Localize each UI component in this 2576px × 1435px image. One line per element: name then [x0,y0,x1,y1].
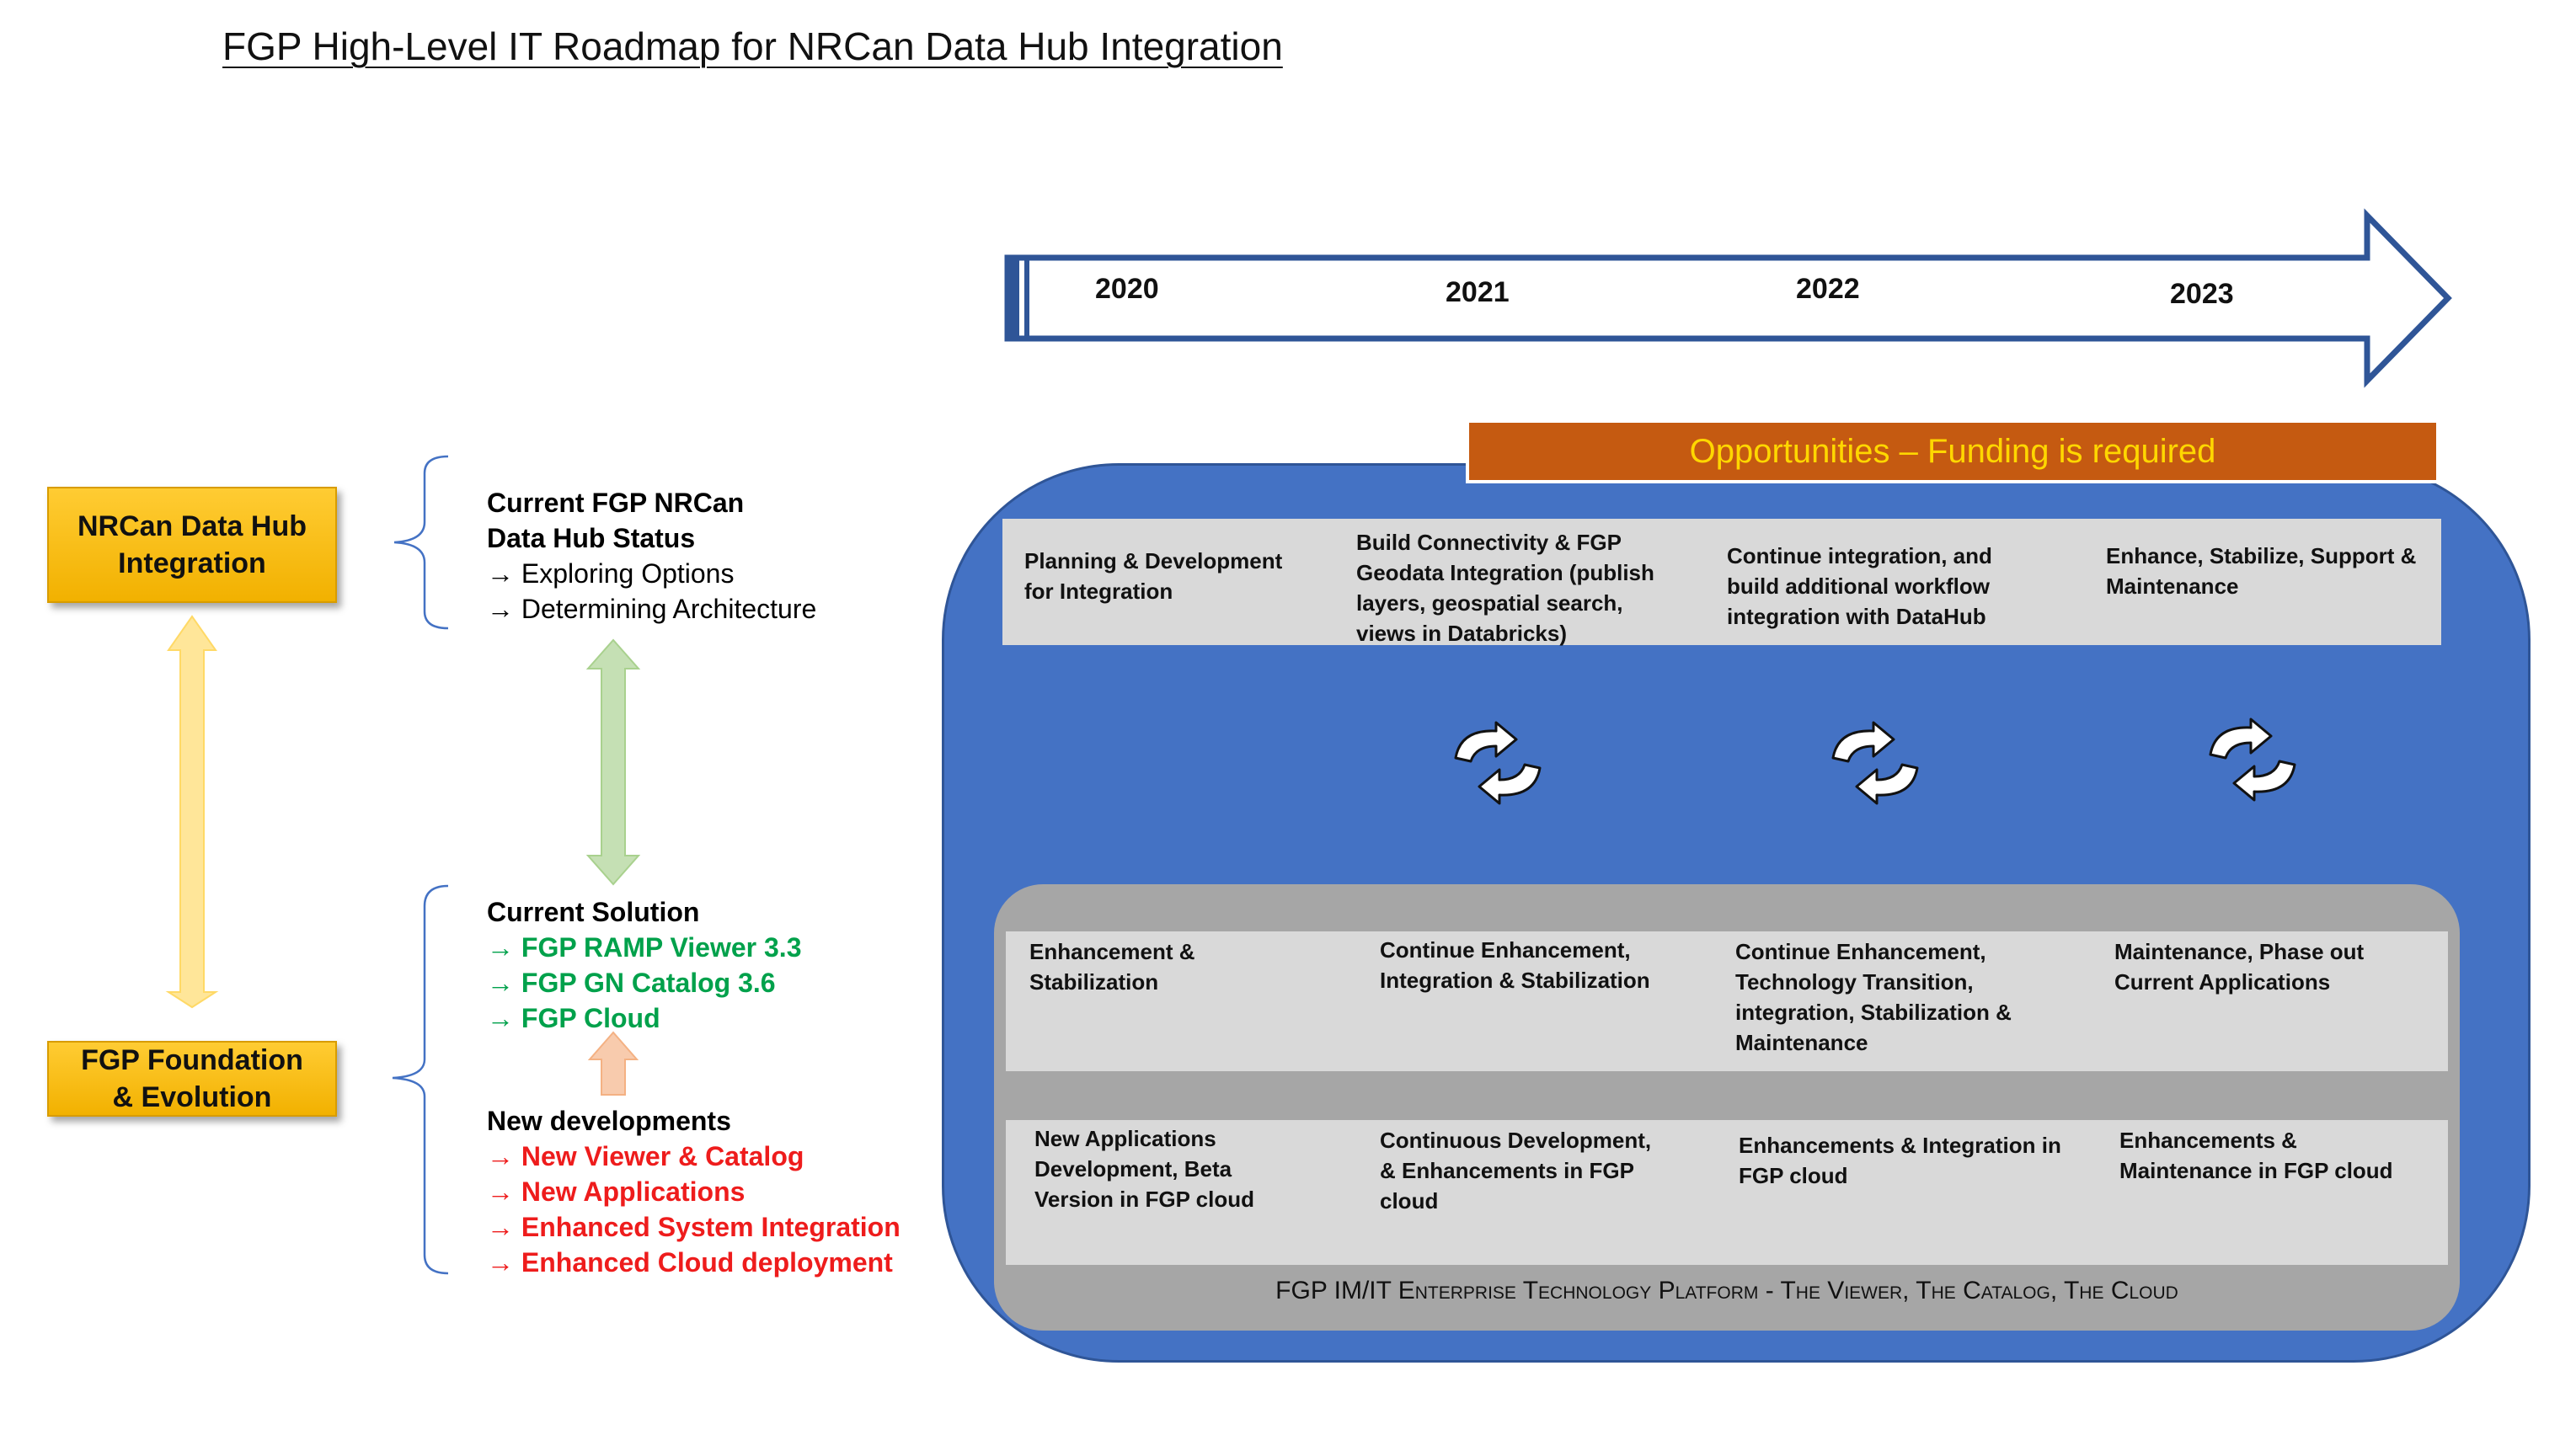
yellow-double-arrow [165,615,219,1009]
foundation-box-line2: & Evolution [112,1081,272,1113]
status-block: Current FGP NRCan Data Hub Status → Expl… [487,485,816,627]
cell-line: build additional workflow [1727,573,1990,599]
status-heading-2: Data Hub Status [487,523,696,553]
current-solution-block: Current Solution → FGP RAMP Viewer 3.3 →… [487,894,801,1036]
cell-line: Integration & Stabilization [1380,968,1650,993]
cell-line: cloud [1380,1188,1439,1214]
new-app-cell-2023: Enhancements & Maintenance in FGP cloud [2119,1125,2393,1186]
current-solution-item: → FGP Cloud [487,1003,660,1033]
enhancement-cell-2023: Maintenance, Phase out Current Applicati… [2114,936,2364,997]
current-solution-item: → FGP GN Catalog 3.6 [487,968,776,998]
year-2023: 2023 [2170,278,2234,310]
cycle-arrows-icon [1454,721,1542,805]
cell-line: & Enhancements in FGP [1380,1158,1634,1183]
new-app-cell-2021: Continuous Development, & Enhancements i… [1380,1125,1651,1216]
year-2022: 2022 [1796,273,1860,305]
cell-line: Enhance, Stabilize, Support & [2106,543,2417,568]
enhancement-cell-2022: Continue Enhancement, Technology Transit… [1735,936,2012,1058]
status-heading-1-text: Current FGP NRCan [487,488,745,518]
cell-line: New Applications [1034,1126,1216,1151]
opportunity-cell-2023: Enhance, Stabilize, Support & Maintenanc… [2106,541,2416,601]
foundation-box-line1: FGP Foundation [81,1044,303,1076]
new-development-item: → Enhanced System Integration [487,1212,901,1242]
enhancement-cell-2021: Continue Enhancement, Integration & Stab… [1380,935,1650,995]
cell-line: Enhancements & Integration in [1739,1133,2061,1158]
cell-line: Enhancements & [2119,1128,2297,1153]
cell-line: Continuous Development, [1380,1128,1652,1153]
cell-line: for Integration [1024,579,1173,604]
current-solution-heading: Current Solution [487,897,700,927]
opportunities-banner: Opportunities – Funding is required [1466,419,2440,483]
cell-line: Current Applications [2114,969,2331,995]
current-solution-item: → FGP RAMP Viewer 3.3 [487,932,802,963]
opportunity-cell-2021: Build Connectivity & FGP Geodata Integra… [1356,527,1654,648]
cell-line: FGP cloud [1739,1163,1848,1188]
cell-line: Continue integration, and [1727,543,1992,568]
cell-line: Version in FGP cloud [1034,1187,1255,1212]
enhancement-row [1006,931,2448,1071]
year-2021: 2021 [1446,276,1510,308]
new-app-cell-2022: Enhancements & Integration in FGP cloud [1739,1130,2061,1191]
brace-status [393,455,449,630]
datahub-box-line2: Integration [118,547,266,579]
cell-line: layers, geospatial search, [1356,590,1623,616]
cell-line: Geodata Integration (publish [1356,560,1654,585]
cell-line: Continue Enhancement, [1380,937,1631,963]
status-heading-1: Current FGP NRCan [487,485,816,520]
timeline-arrow [1004,208,2452,388]
platform-label: FGP IM/IT Enterprise Technology Platform… [1275,1277,2178,1304]
cell-line: Maintenance [1735,1030,1868,1055]
cycle-arrows-icon [1831,721,1919,805]
status-item: → Exploring Options [487,558,735,589]
cell-line: Continue Enhancement, [1735,939,1986,964]
new-applications-row [1006,1120,2448,1265]
opportunity-cell-2022: Continue integration, and build addition… [1727,541,1992,632]
cell-line: integration, Stabilization & [1735,1000,2012,1025]
cell-line: integration with DataHub [1727,604,1986,629]
new-development-item: → Enhanced Cloud deployment [487,1247,893,1278]
new-development-item: → New Applications [487,1176,746,1207]
green-double-arrow [585,638,641,886]
page-title: FGP High-Level IT Roadmap for NRCan Data… [222,24,1283,68]
datahub-box-line1: NRCan Data Hub [77,510,307,542]
orange-up-arrow [587,1031,639,1096]
cell-line: Development, Beta [1034,1156,1232,1182]
cell-line: Technology Transition, [1735,969,1974,995]
cell-line: Maintenance, Phase out [2114,939,2365,964]
new-app-cell-2020: New Applications Development, Beta Versi… [1034,1123,1254,1214]
cell-line: Planning & Development [1024,548,1283,573]
cell-line: Maintenance [2106,573,2239,599]
cell-line: Build Connectivity & FGP [1356,530,1622,555]
fgp-foundation-box: FGP Foundation & Evolution [47,1041,337,1117]
status-item: → Determining Architecture [487,594,817,624]
nrcan-datahub-box: NRCan Data Hub Integration [47,487,337,603]
new-development-item: → New Viewer & Catalog [487,1141,804,1171]
opportunities-row [1002,519,2441,645]
year-2020: 2020 [1095,273,1159,305]
cell-line: Stabilization [1029,969,1159,995]
opportunity-cell-2020: Planning & Development for Integration [1024,546,1282,606]
cell-line: Enhancement & [1029,939,1195,964]
brace-solution [392,884,449,1275]
enhancement-cell-2020: Enhancement & Stabilization [1029,936,1195,997]
cell-line: Maintenance in FGP cloud [2119,1158,2393,1183]
cycle-arrows-icon [2209,718,2296,802]
new-developments-heading: New developments [487,1106,731,1136]
new-developments-block: New developments → New Viewer & Catalog … [487,1103,901,1280]
cell-line: views in Databricks) [1356,621,1567,646]
